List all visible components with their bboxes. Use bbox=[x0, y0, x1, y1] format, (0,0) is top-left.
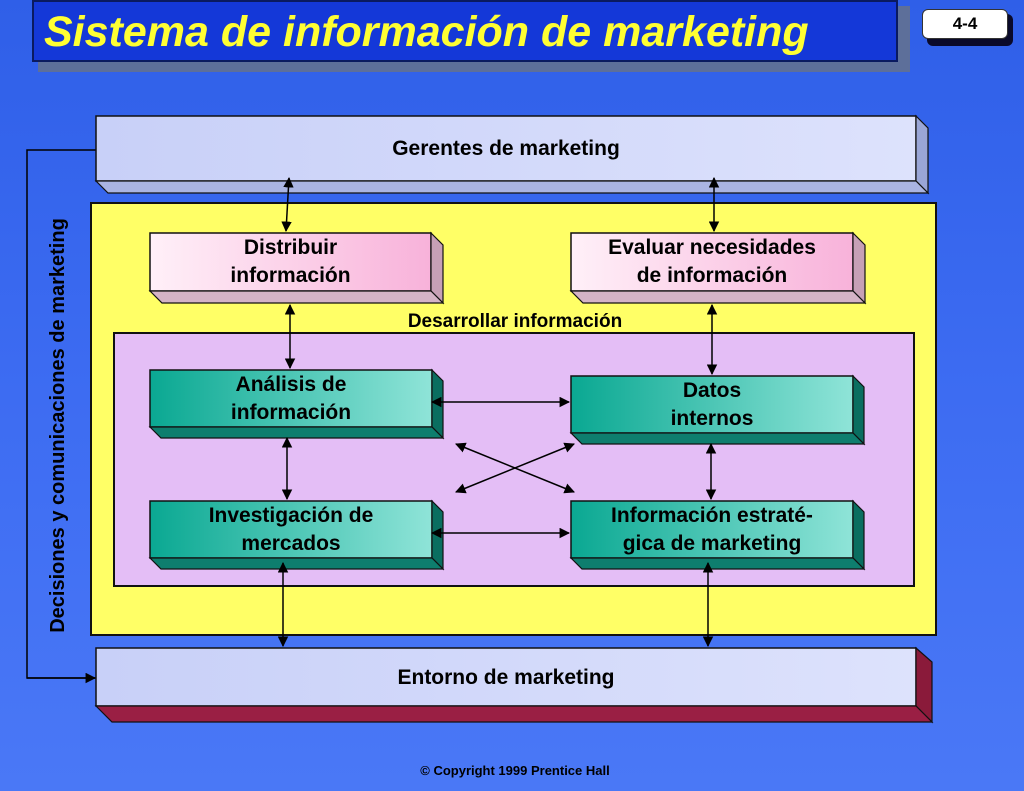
research-box-shape bbox=[148, 499, 445, 571]
decisions-communications-label: Decisiones y comunicaciones de marketing bbox=[46, 217, 69, 633]
managers-box-shape bbox=[94, 114, 930, 195]
title-banner bbox=[32, 0, 898, 62]
develop-information-label: Desarrollar información bbox=[407, 311, 623, 332]
arrow-managers-distribute bbox=[281, 176, 294, 233]
copyright-notice: © Copyright 1999 Prentice Hall bbox=[420, 763, 610, 778]
internal-data-box: Datos internos bbox=[571, 376, 853, 433]
assess-label-line-2: de información bbox=[636, 264, 788, 287]
assess-label-line-1: Evaluar necesidades bbox=[608, 236, 816, 259]
intelligence-box: Información estraté- gica de marketing bbox=[571, 501, 853, 558]
assess-box-shape bbox=[569, 231, 867, 305]
managers-box: Gerentes de marketing bbox=[96, 116, 916, 181]
internal-data-box-shape bbox=[569, 374, 866, 446]
distribute-box: Distribuir información bbox=[150, 233, 431, 291]
intelligence-box-shape bbox=[569, 499, 866, 571]
research-box: Investigación de mercados bbox=[150, 501, 432, 558]
analysis-box-shape bbox=[148, 368, 445, 440]
internal-data-label-line-1: Datos bbox=[682, 378, 742, 402]
intelligence-label-line-2: gica de marketing bbox=[622, 531, 802, 555]
environment-label: Entorno de marketing bbox=[397, 665, 615, 689]
research-label-line-1: Investigación de bbox=[208, 503, 374, 527]
intelligence-label-line-1: Información estraté- bbox=[611, 503, 813, 527]
research-label-line-2: mercados bbox=[241, 531, 341, 555]
slide-number: 4-4 bbox=[922, 9, 1008, 39]
environment-box: Entorno de marketing bbox=[96, 648, 916, 706]
distribute-box-shape bbox=[148, 231, 445, 305]
environment-box-shape bbox=[94, 646, 934, 724]
assess-box: Evaluar necesidades de información bbox=[571, 233, 853, 291]
side-label-container: Decisiones y comunicaciones de marketing bbox=[41, 185, 75, 665]
internal-data-label-line-2: internos bbox=[670, 406, 754, 430]
distribute-label-line-2: información bbox=[230, 264, 351, 287]
analysis-box: Análisis de información bbox=[150, 370, 432, 427]
analysis-label-line-1: Análisis de bbox=[235, 372, 347, 396]
slide-title: Sistema de información de marketing bbox=[44, 8, 809, 56]
distribute-label-line-1: Distribuir bbox=[243, 236, 338, 259]
managers-label: Gerentes de marketing bbox=[392, 137, 620, 160]
analysis-label-line-2: información bbox=[230, 400, 352, 424]
arrow-cross-internal-research bbox=[455, 442, 575, 494]
